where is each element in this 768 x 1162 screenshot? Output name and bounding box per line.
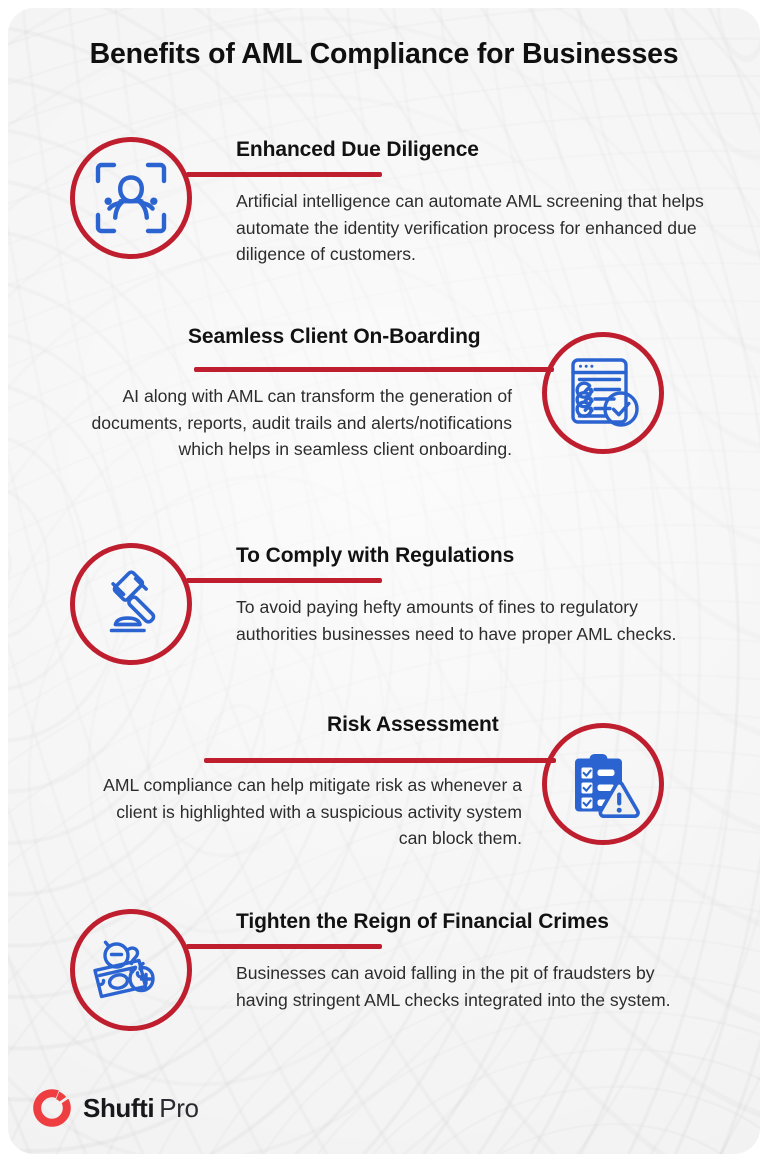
icon-badge-document-checklist	[542, 332, 664, 454]
section-heading-1: Enhanced Due Diligence	[236, 138, 479, 161]
face-scan-icon	[92, 159, 170, 237]
section-body-1: Artificial intelligence can automate AML…	[236, 191, 704, 264]
connector-line-2	[194, 367, 554, 372]
icon-badge-clipboard-warning	[542, 723, 664, 845]
connector-line-5	[186, 944, 382, 949]
connector-line-1	[186, 172, 382, 177]
section-heading-5: Tighten the Reign of Financial Crimes	[236, 910, 609, 933]
logo-word-shufti: Shufti	[83, 1092, 155, 1123]
connector-line-4	[204, 758, 556, 763]
gavel-icon	[91, 564, 171, 644]
section-heading-2: Seamless Client On-Boarding	[188, 325, 481, 348]
icon-badge-face-scan	[70, 137, 192, 259]
page-title: Benefits of AML Compliance for Businesse…	[89, 38, 679, 70]
shufti-pro-ring-logo-icon	[32, 1088, 72, 1128]
logo-word-pro: Pro	[159, 1092, 199, 1123]
section-body-4: AML compliance can help mitigate risk as…	[103, 775, 522, 848]
icon-badge-money-handcuffs	[70, 909, 192, 1031]
section-body-5: Businesses can avoid falling in the pit …	[236, 963, 671, 1010]
section-body-2: AI along with AML can transform the gene…	[91, 386, 512, 459]
money-handcuffs-icon	[91, 933, 171, 1007]
section-body-3: To avoid paying hefty amounts of fines t…	[236, 597, 677, 644]
clipboard-warning-icon	[565, 746, 641, 822]
connector-line-3	[186, 578, 382, 583]
icon-badge-gavel	[70, 543, 192, 665]
section-heading-4: Risk Assessment	[327, 713, 499, 736]
document-checklist-approved-icon	[563, 353, 643, 433]
section-heading-3: To Comply with Regulations	[236, 544, 515, 567]
